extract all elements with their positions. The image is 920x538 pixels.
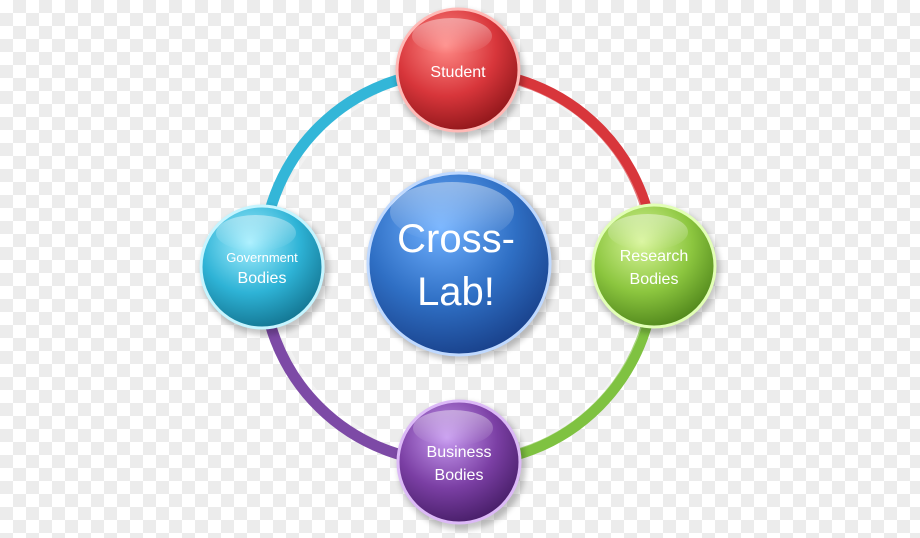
government-bodies-node: Government Bodies (201, 206, 329, 335)
business-bodies-node: Business Bodies (398, 401, 526, 530)
research-bodies-node: Research Bodies (592, 205, 720, 334)
research-label-line1: Research (620, 248, 688, 265)
business-label-line1: Business (427, 444, 492, 461)
student-node: Student (396, 9, 524, 138)
center-label-line1: Cross- (397, 217, 515, 261)
research-label-line2: Bodies (630, 271, 679, 288)
student-label: Student (430, 64, 486, 81)
center-label-line2: Lab! (417, 270, 495, 314)
business-label-line2: Bodies (435, 467, 484, 484)
center-node: Cross- Lab! (368, 173, 556, 361)
government-label-line2: Bodies (238, 270, 287, 287)
government-label-line1: Government (226, 250, 298, 265)
